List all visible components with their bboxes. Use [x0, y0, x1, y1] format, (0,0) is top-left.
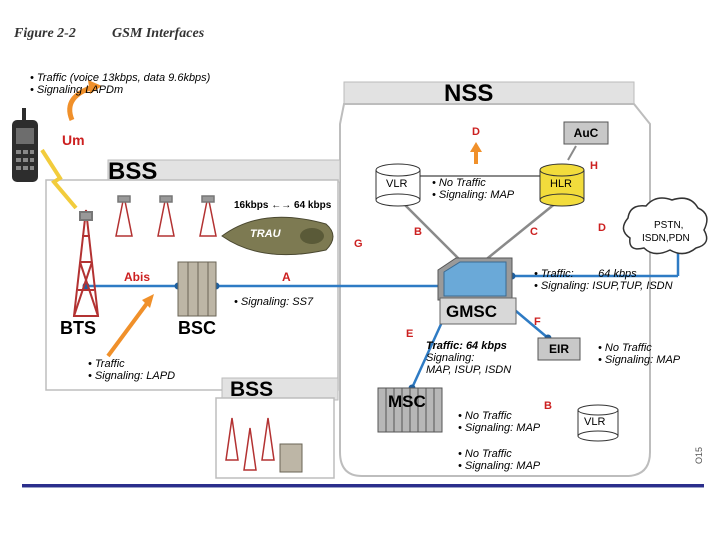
- eir-label: EIR: [548, 342, 569, 356]
- bts-small-towers-icon: [115, 195, 217, 237]
- vlr-top-label: VLR: [386, 178, 408, 190]
- interface-d-top-label: D: [472, 126, 480, 138]
- auc-label: AuC: [573, 126, 599, 140]
- bss-second-towers-icon: [225, 417, 275, 471]
- trau-device-icon: [221, 216, 334, 256]
- gmsc-pstn-notes: • Traffic: 64 kbps • Signaling: ISUP,TUP…: [534, 268, 673, 292]
- bts-label: BTS: [60, 318, 96, 338]
- b-bottom-notes: • No Traffic • Signaling: MAP: [458, 410, 541, 434]
- interface-f-label: F: [534, 316, 541, 328]
- bsc-label: BSC: [178, 318, 217, 338]
- vlr-bottom-label: VLR: [584, 416, 606, 428]
- figure-number: Figure 2-2: [14, 26, 76, 41]
- interface-c-label: C: [530, 226, 538, 238]
- interface-abis-label: Abis: [124, 270, 151, 284]
- trau-label: TRAU: [250, 228, 281, 240]
- gmsc-switch-icon: [437, 257, 517, 325]
- bss-second-region: [215, 397, 335, 479]
- eir-box: [537, 337, 581, 361]
- side-code: O15: [694, 446, 704, 464]
- bss-second-title: BSS: [230, 378, 274, 401]
- bts-tower-icon: [72, 209, 100, 317]
- pstn-cloud-icon: [622, 197, 708, 255]
- um-notes: • Traffic (voice 13kbps, data 9.6kbps) •…: [30, 72, 211, 96]
- hlr-label: HLR: [550, 178, 573, 190]
- link-c: [477, 197, 563, 267]
- hlr-icon: [539, 163, 585, 207]
- f-notes: • No Traffic • Signaling: MAP: [598, 342, 681, 366]
- pstn-label: PSTN,: [654, 220, 684, 231]
- link-h: [567, 145, 577, 161]
- mobile-phone-icon: [12, 108, 38, 182]
- d-notes: • No Traffic • Signaling: MAP: [432, 177, 515, 201]
- interface-e-label: E: [406, 328, 414, 340]
- nss-title: NSS: [444, 80, 494, 107]
- vlr-bottom-icon: [577, 404, 619, 442]
- trau-rate-note: 16kbps ←→ 64 kbps: [234, 200, 332, 211]
- bss-second-cabinet-icon: [279, 443, 303, 473]
- bss-title: BSS: [108, 158, 158, 185]
- a-interface-note: • Signaling: SS7: [234, 296, 314, 308]
- e-notes: Traffic: 64 kbps Signaling: MAP, ISUP, I…: [426, 340, 512, 376]
- interface-b-top-label: B: [414, 226, 422, 238]
- msc-rack-icon: [377, 387, 443, 433]
- interface-um-label: Um: [62, 132, 85, 148]
- bsc-cabinet-icon: [177, 261, 217, 317]
- interface-b-bottom-label: B: [544, 400, 552, 412]
- figure-title: GSM Interfaces: [112, 26, 205, 41]
- footer-line: [22, 484, 704, 487]
- auc-box: [563, 121, 609, 145]
- vlr-top-icon: [375, 163, 421, 207]
- interface-d-right-label: D: [598, 222, 606, 234]
- interface-g-label: G: [354, 238, 363, 250]
- abis-notes: • Traffic • Signaling: LAPD: [88, 358, 176, 382]
- link-b-top: [399, 199, 467, 267]
- pstn-label-2: ISDN,PDN: [642, 233, 690, 244]
- interface-h-label: H: [590, 160, 598, 172]
- gmsc-label: GMSC: [446, 302, 497, 321]
- msc-label: MSC: [388, 392, 426, 411]
- interface-a-label: A: [282, 270, 291, 284]
- radio-lightning-icon: [40, 148, 78, 210]
- g-notes: • No Traffic • Signaling: MAP: [458, 448, 541, 472]
- abis-arrow: [106, 300, 150, 358]
